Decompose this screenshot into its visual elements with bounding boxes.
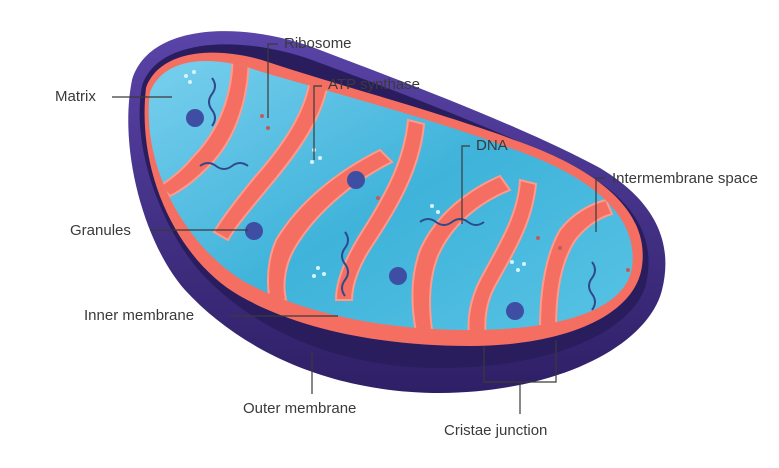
crista-6	[467, 178, 538, 330]
crista-7	[538, 198, 614, 330]
dna-strands	[199, 77, 596, 311]
crista-1	[158, 61, 250, 198]
label-atp-synthase: ATP synthase	[328, 76, 420, 93]
crista-3	[267, 148, 394, 304]
leader-ribosome	[267, 43, 278, 118]
label-matrix: Matrix	[55, 88, 96, 105]
crista-4	[334, 118, 426, 301]
leader-intermembrane	[595, 177, 605, 232]
crista-2	[212, 61, 332, 242]
label-outer-membrane: Outer membrane	[243, 400, 357, 417]
label-dna: DNA	[476, 137, 508, 154]
label-cristae-junction: Cristae junction	[444, 422, 548, 439]
atp-synthase-dots	[184, 70, 526, 278]
leader-lines	[112, 43, 605, 414]
label-intermembrane-space: Intermembrane space	[612, 170, 758, 187]
leader-atp-synthase	[313, 85, 322, 160]
ribosome-dots	[260, 114, 630, 272]
granules-group	[186, 109, 524, 320]
label-ribosome: Ribosome	[284, 35, 352, 52]
label-granules: Granules	[70, 222, 131, 239]
leader-dna	[461, 145, 470, 224]
crista-5	[411, 174, 512, 330]
label-inner-membrane: Inner membrane	[84, 307, 195, 324]
